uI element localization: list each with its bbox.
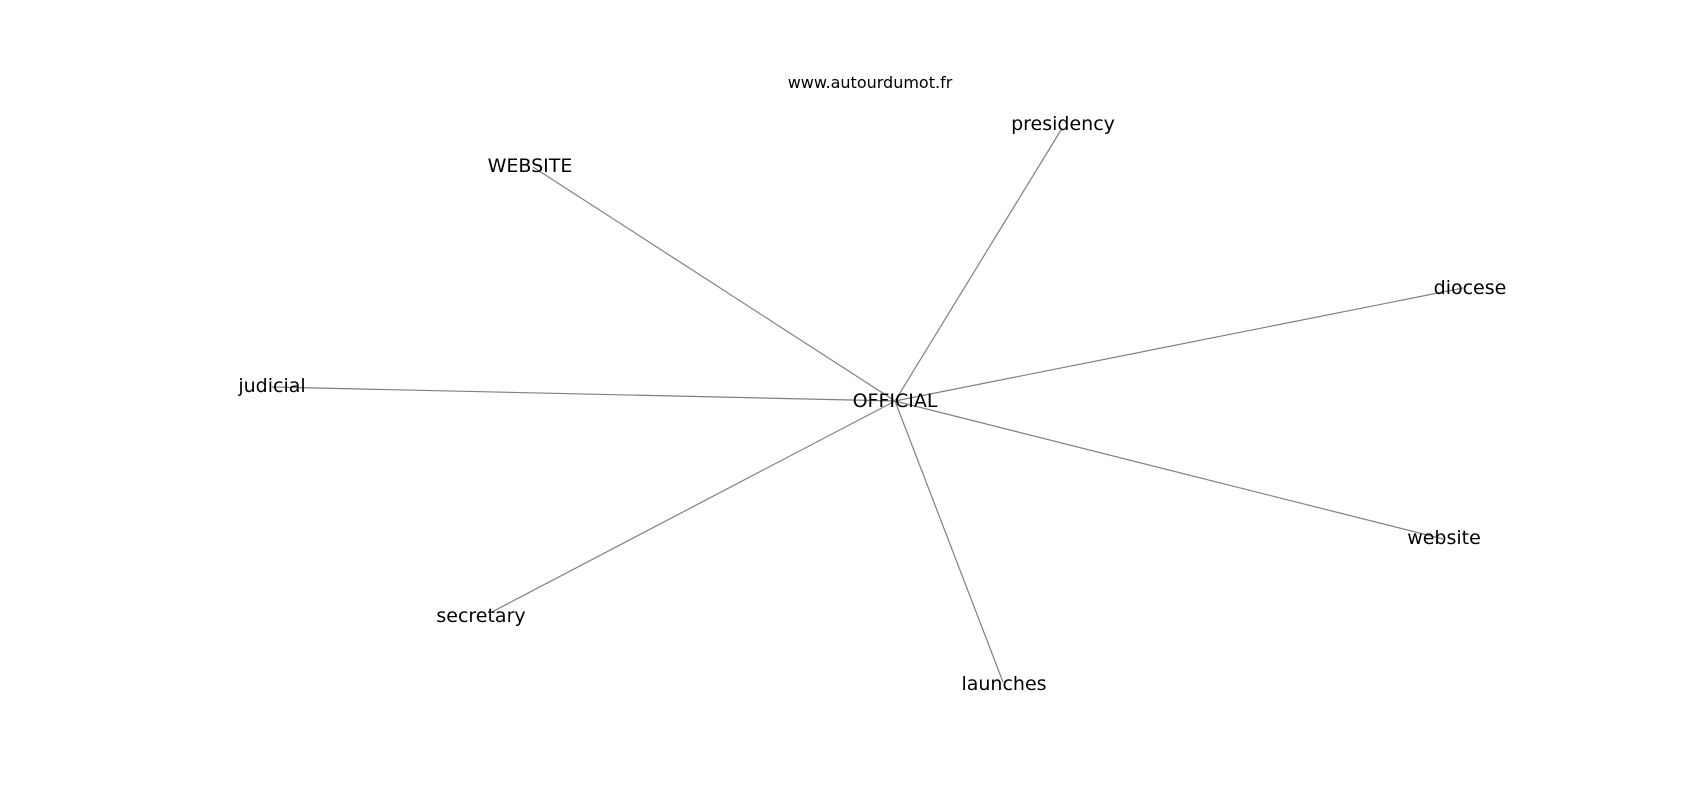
- edge-official-diocese: [894, 287, 1464, 402]
- node-presidency: presidency: [1011, 113, 1115, 135]
- graph-node-labels: OFFICIAL presidency WEBSITE diocese judi…: [237, 113, 1506, 695]
- graph-edges: [271, 129, 1464, 683]
- edge-official-launches: [894, 400, 1004, 683]
- edge-official-judicial: [271, 386, 896, 402]
- edge-official-website-upper: [532, 166, 896, 402]
- node-official: OFFICIAL: [853, 390, 938, 412]
- node-judicial: judicial: [237, 375, 305, 397]
- edge-official-website: [894, 400, 1444, 540]
- watermark-text: www.autourdumot.fr: [788, 73, 953, 92]
- node-diocese: diocese: [1434, 277, 1507, 299]
- node-website-upper: WEBSITE: [488, 155, 573, 177]
- node-secretary: secretary: [436, 605, 525, 627]
- node-website: website: [1407, 527, 1481, 549]
- edge-official-presidency: [894, 129, 1062, 402]
- node-launches: launches: [961, 673, 1046, 695]
- edge-official-secretary: [489, 400, 896, 614]
